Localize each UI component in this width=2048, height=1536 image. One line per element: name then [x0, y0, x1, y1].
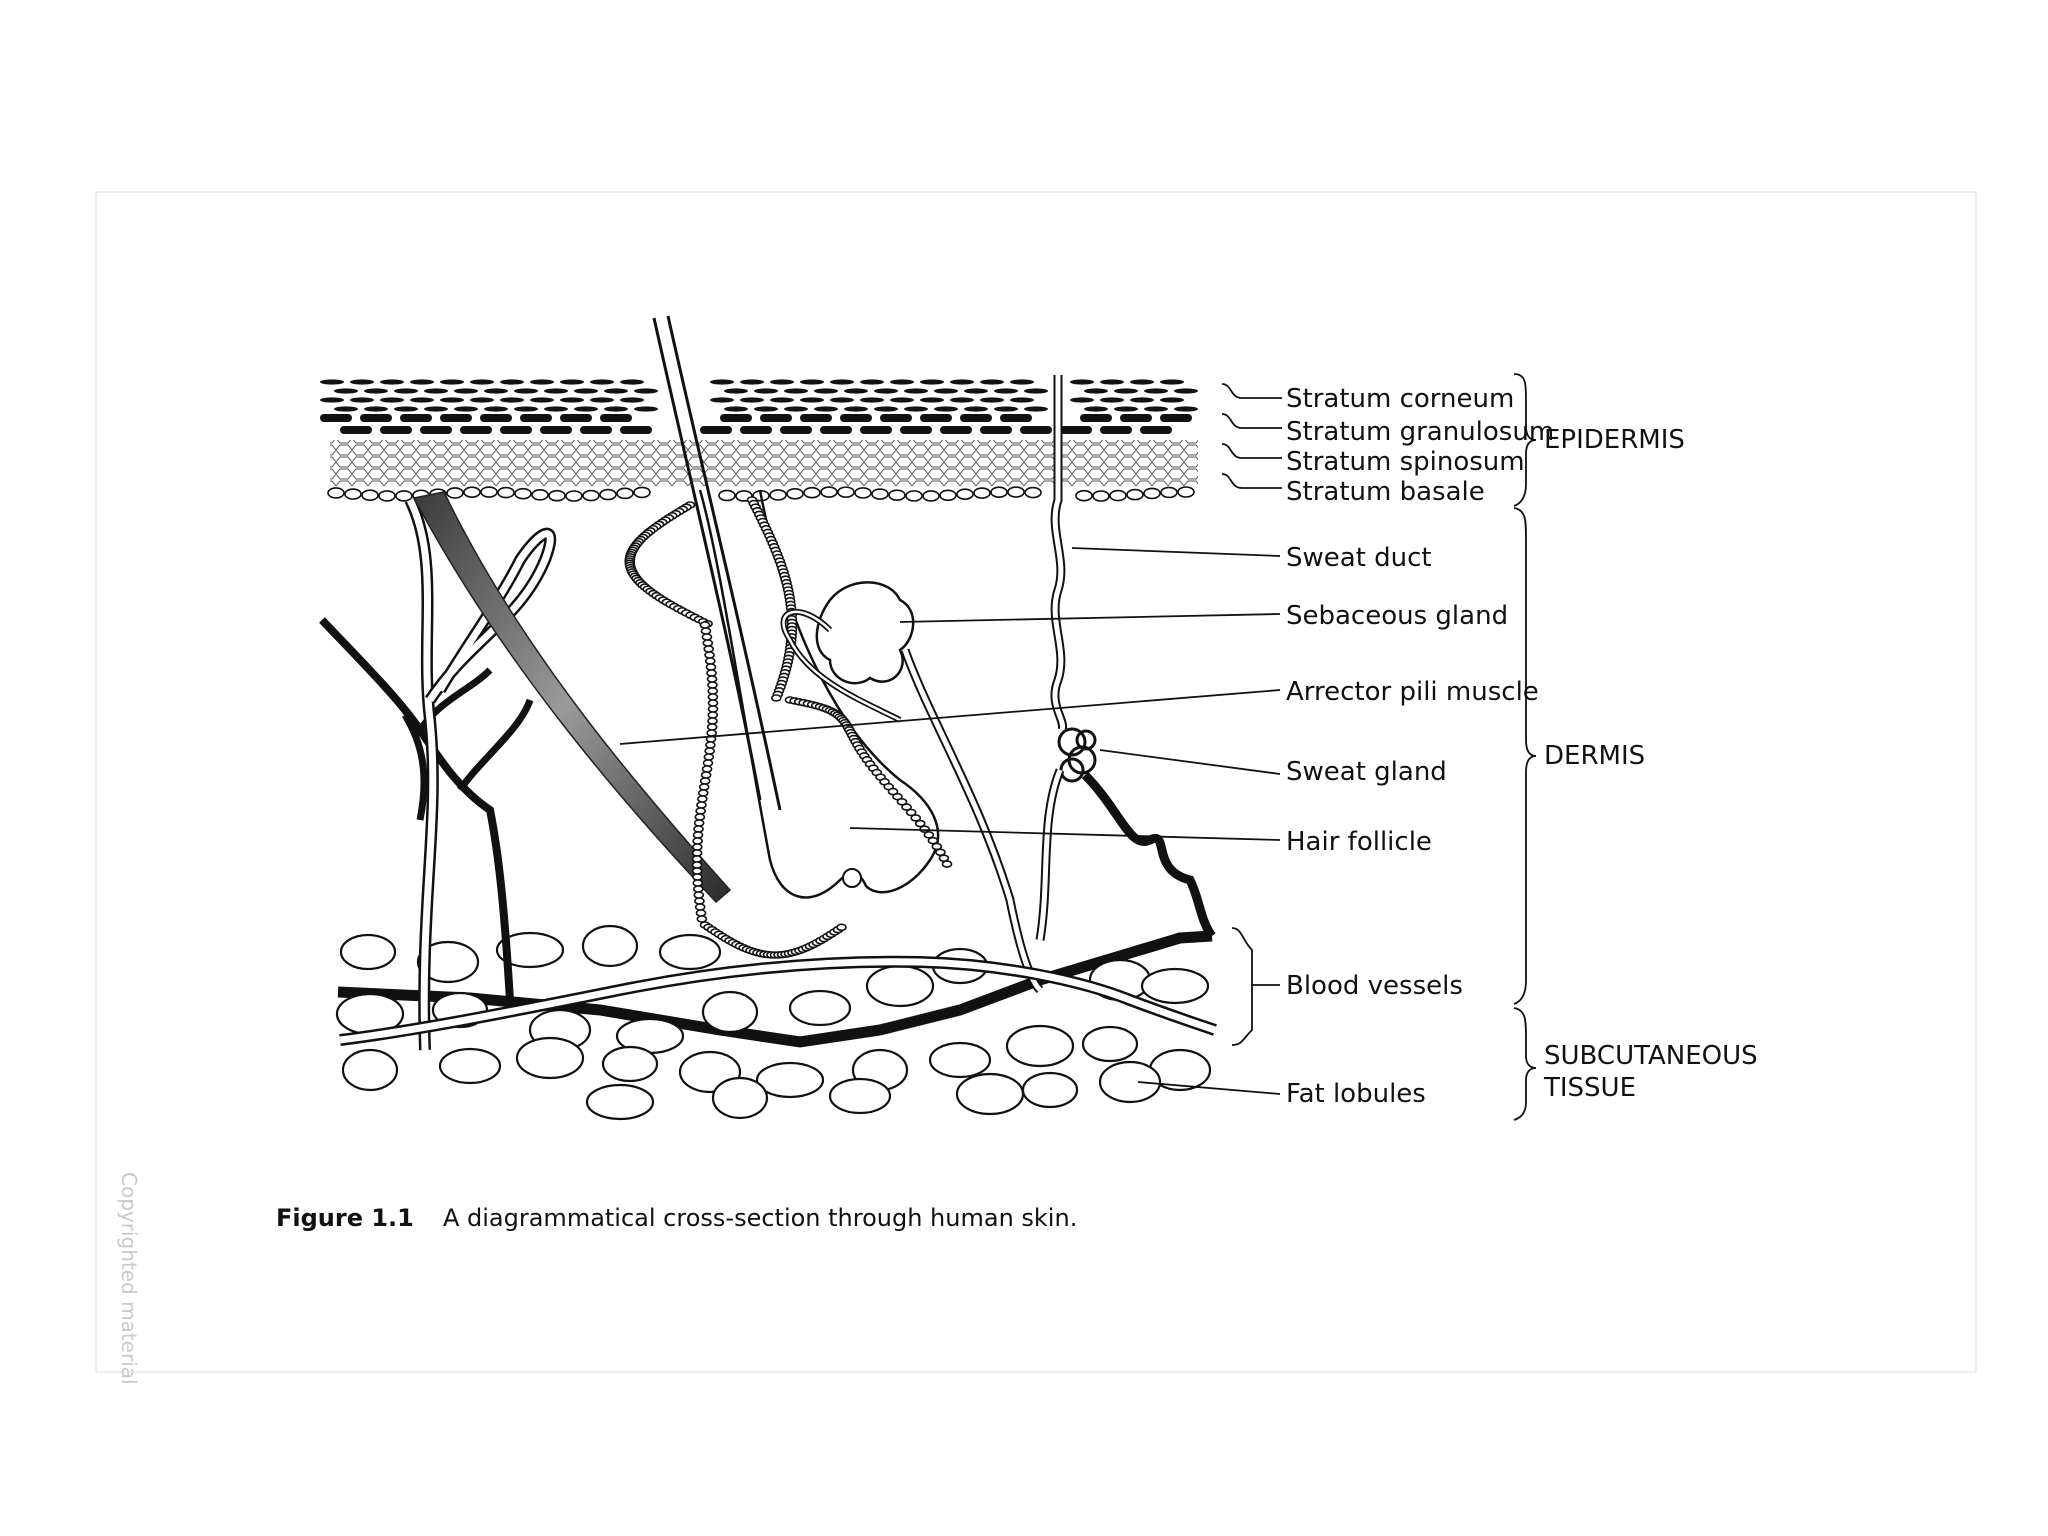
sebaceous-gland-shape: [815, 581, 915, 685]
sweat-gland-coil: [1057, 727, 1097, 783]
left-branch-vessel: [319, 617, 514, 1001]
stratum-corneum-layer: [320, 379, 1198, 412]
label-arrector-pili-muscle: Arrector pili muscle: [1286, 677, 1539, 707]
label-stratum-spinosum: Stratum spinosum: [1286, 447, 1525, 477]
figure-caption: Figure 1.1 A diagrammatical cross-sectio…: [276, 1204, 1077, 1232]
group-subcutaneous-line2: TISSUE: [1543, 1073, 1636, 1103]
sweat-gland-vessel: [1035, 768, 1216, 941]
copyright-watermark: Copyrighted material: [117, 1172, 141, 1385]
left-white-vessel-inner: [406, 498, 437, 1051]
left-loop-vessel-inner: [427, 530, 554, 702]
arrector-pili-muscle-shape: [412, 491, 732, 904]
group-subcutaneous-line1: SUBCUTANEOUS: [1544, 1041, 1758, 1071]
label-sweat-gland: Sweat gland: [1286, 757, 1447, 787]
label-sweat-duct: Sweat duct: [1286, 543, 1432, 573]
group-dermis: DERMIS: [1544, 741, 1645, 771]
group-braces: [1513, 373, 1537, 1121]
hair-follicle-shape: [698, 489, 940, 899]
label-sebaceous-gland: Sebaceous gland: [1286, 601, 1508, 631]
skin-illustration: [319, 315, 1217, 1121]
leader-lines: [619, 383, 1282, 1095]
label-hair-follicle: Hair follicle: [1286, 827, 1432, 857]
stratum-granulosum-layer: [320, 414, 1192, 434]
label-stratum-granulosum: Stratum granulosum: [1286, 417, 1554, 447]
stratum-basale-layer: [327, 486, 1195, 502]
caption-text: A diagrammatical cross-section through h…: [443, 1204, 1077, 1232]
label-fat-lobules: Fat lobules: [1286, 1079, 1426, 1109]
page-border: [95, 191, 1977, 1373]
group-epidermis: EPIDERMIS: [1544, 425, 1685, 455]
caption-number: Figure 1.1: [276, 1204, 414, 1232]
hair-shaft-edge: [666, 315, 782, 811]
hair-papilla: [842, 868, 862, 888]
follicle-sheath-chain: [624, 496, 953, 959]
label-stratum-corneum: Stratum corneum: [1286, 384, 1514, 414]
label-blood-vessels: Blood vessels: [1286, 971, 1463, 1001]
stratum-spinosum-layer: [330, 440, 1198, 486]
label-stratum-basale: Stratum basale: [1286, 477, 1485, 507]
